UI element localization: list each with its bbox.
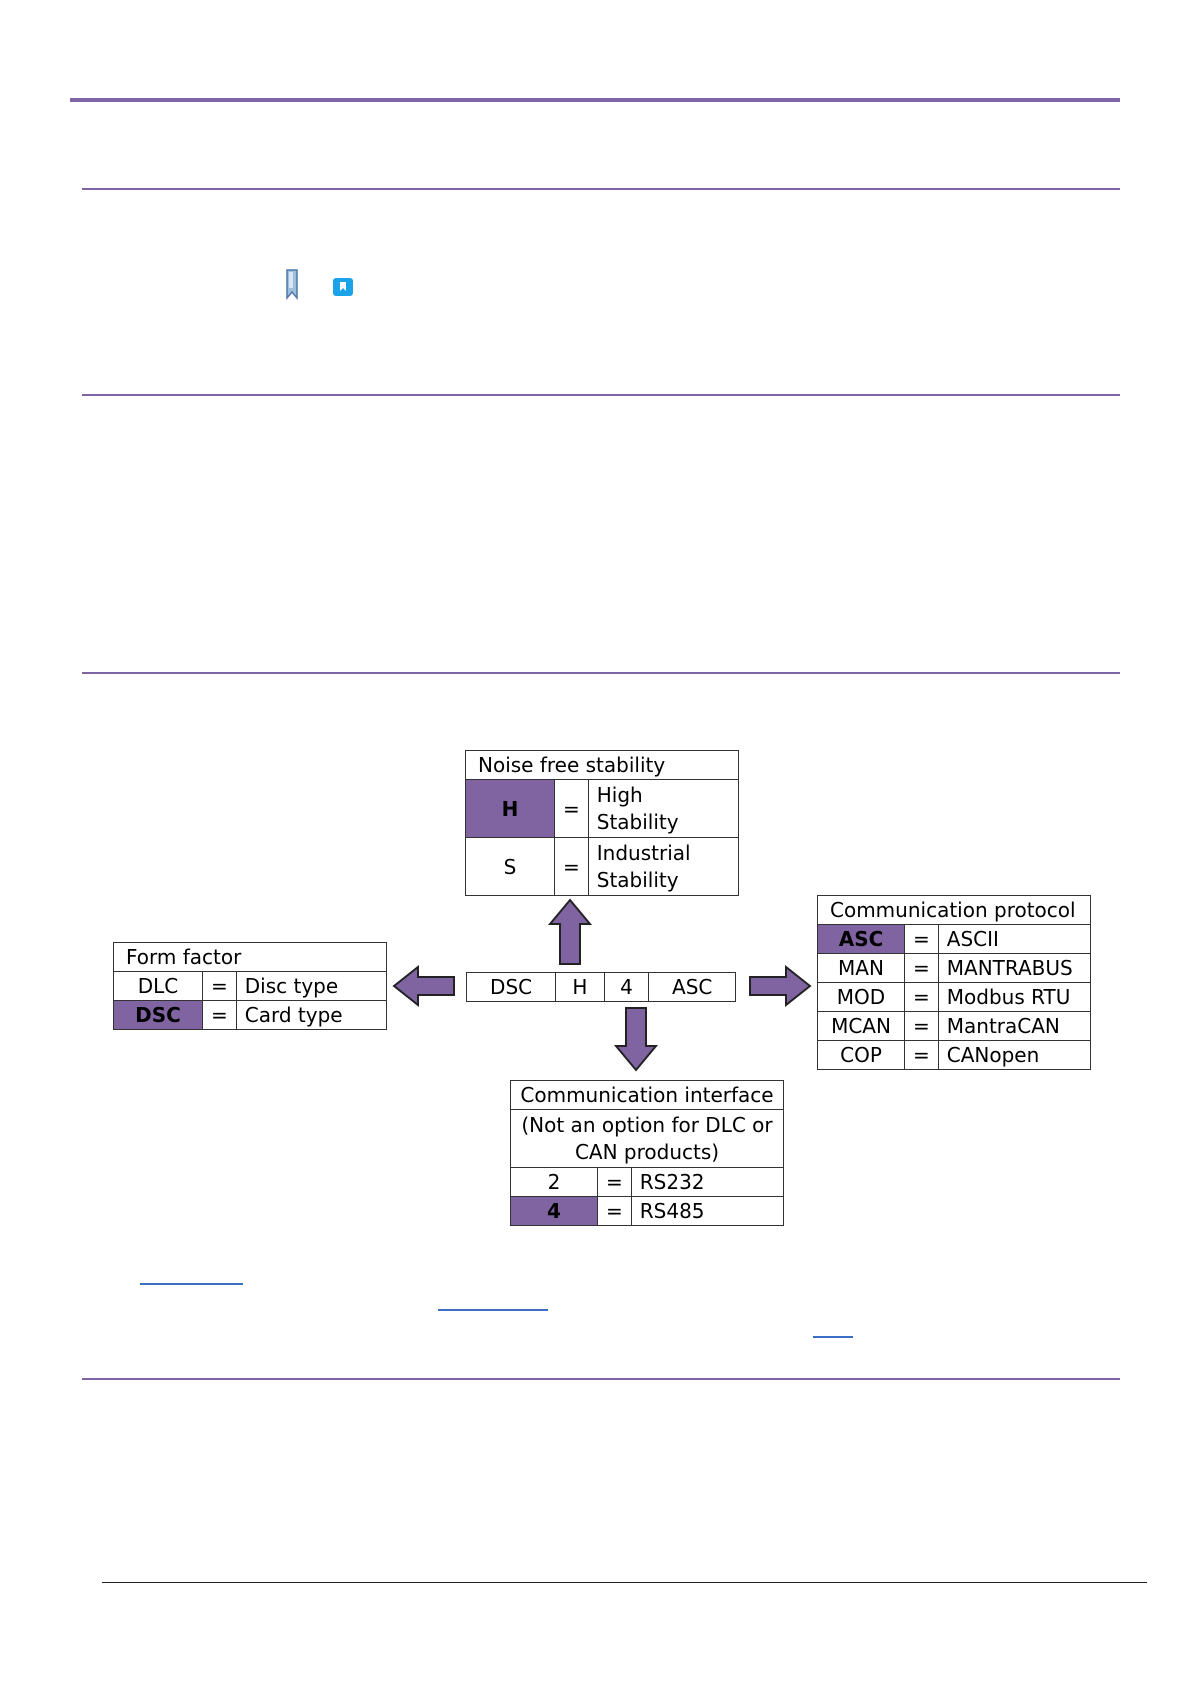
- section-rule-3: [82, 672, 1120, 674]
- protocol-title: Communication protocol: [817, 895, 1091, 925]
- form-factor-code-cell: DLC: [113, 971, 203, 1001]
- section-rule-2: [82, 394, 1120, 396]
- form-factor-desc-cell: Card type: [235, 1000, 388, 1030]
- product-code-table: DSC H 4 ASC: [465, 972, 736, 1002]
- form-factor-title: Form factor: [113, 942, 387, 972]
- equals-cell: =: [904, 1040, 939, 1070]
- bookmark-icon[interactable]: [284, 268, 300, 300]
- equals-cell: =: [904, 1011, 939, 1041]
- interface-code-cell: 2: [510, 1167, 598, 1197]
- protocol-table: Communication protocol ASC = ASCII MAN =…: [817, 895, 1092, 1070]
- section-rule-4: [82, 1378, 1120, 1380]
- code-segment-form-factor: DSC: [465, 972, 557, 1002]
- equals-cell: =: [904, 953, 939, 983]
- arrow-left-icon: [392, 965, 455, 1007]
- interface-note: (Not an option for DLC or CAN products): [510, 1109, 784, 1168]
- equals-cell: =: [904, 924, 939, 954]
- stability-desc-line-2: Stability: [596, 809, 679, 834]
- code-segment-protocol: ASC: [648, 972, 736, 1002]
- protocol-desc-cell: MantraCAN: [937, 1011, 1092, 1041]
- equals-cell: =: [202, 971, 237, 1001]
- form-factor-code-cell: DSC: [113, 1000, 203, 1030]
- stability-desc-line-1: High: [596, 782, 643, 807]
- equals-cell: =: [597, 1167, 632, 1197]
- interface-note-line-2: CAN products): [574, 1139, 720, 1164]
- book-bookmark-icon[interactable]: [332, 276, 354, 298]
- equals-cell: =: [904, 982, 939, 1012]
- link-underline-1[interactable]: [140, 1283, 243, 1285]
- stability-desc-line-1: Industrial: [596, 840, 691, 865]
- arrow-up-icon: [548, 898, 592, 965]
- protocol-desc-cell: MANTRABUS: [937, 953, 1092, 983]
- link-underline-2[interactable]: [438, 1309, 548, 1311]
- protocol-code-cell: ASC: [817, 924, 905, 954]
- protocol-code-cell: MOD: [817, 982, 905, 1012]
- stability-code-cell: S: [465, 837, 555, 896]
- protocol-code-cell: MCAN: [817, 1011, 905, 1041]
- protocol-code-cell: MAN: [817, 953, 905, 983]
- protocol-desc-cell: ASCII: [937, 924, 1092, 954]
- equals-cell: =: [202, 1000, 237, 1030]
- arrow-down-icon: [614, 1007, 658, 1072]
- section-rule-1: [82, 188, 1120, 190]
- stability-title: Noise free stability: [465, 750, 739, 780]
- protocol-desc-cell: CANopen: [937, 1040, 1092, 1070]
- interface-note-line-1: (Not an option for DLC or: [521, 1112, 773, 1137]
- stability-desc-cell: High Stability: [587, 779, 740, 838]
- protocol-code-cell: COP: [817, 1040, 905, 1070]
- form-factor-table: Form factor DLC = Disc type DSC = Card t…: [113, 942, 388, 1030]
- code-segment-stability: H: [555, 972, 605, 1002]
- arrow-right-icon: [749, 965, 812, 1007]
- interface-table: Communication interface (Not an option f…: [510, 1080, 785, 1226]
- interface-title: Communication interface: [510, 1080, 784, 1110]
- protocol-desc-cell: Modbus RTU: [937, 982, 1092, 1012]
- link-underline-3[interactable]: [813, 1336, 853, 1338]
- interface-code-cell: 4: [510, 1196, 598, 1226]
- stability-desc-cell: Industrial Stability: [587, 837, 740, 896]
- equals-cell: =: [554, 837, 589, 896]
- stability-code-cell: H: [465, 779, 555, 838]
- code-segment-interface: 4: [603, 972, 650, 1002]
- equals-cell: =: [554, 779, 589, 838]
- stability-desc-line-2: Stability: [596, 867, 679, 892]
- stability-table: Noise free stability H = High Stability …: [465, 750, 740, 896]
- top-rule: [70, 98, 1120, 102]
- form-factor-desc-cell: Disc type: [235, 971, 388, 1001]
- interface-desc-cell: RS485: [630, 1196, 785, 1226]
- footer-rule: [102, 1582, 1147, 1583]
- interface-desc-cell: RS232: [630, 1167, 785, 1197]
- equals-cell: =: [597, 1196, 632, 1226]
